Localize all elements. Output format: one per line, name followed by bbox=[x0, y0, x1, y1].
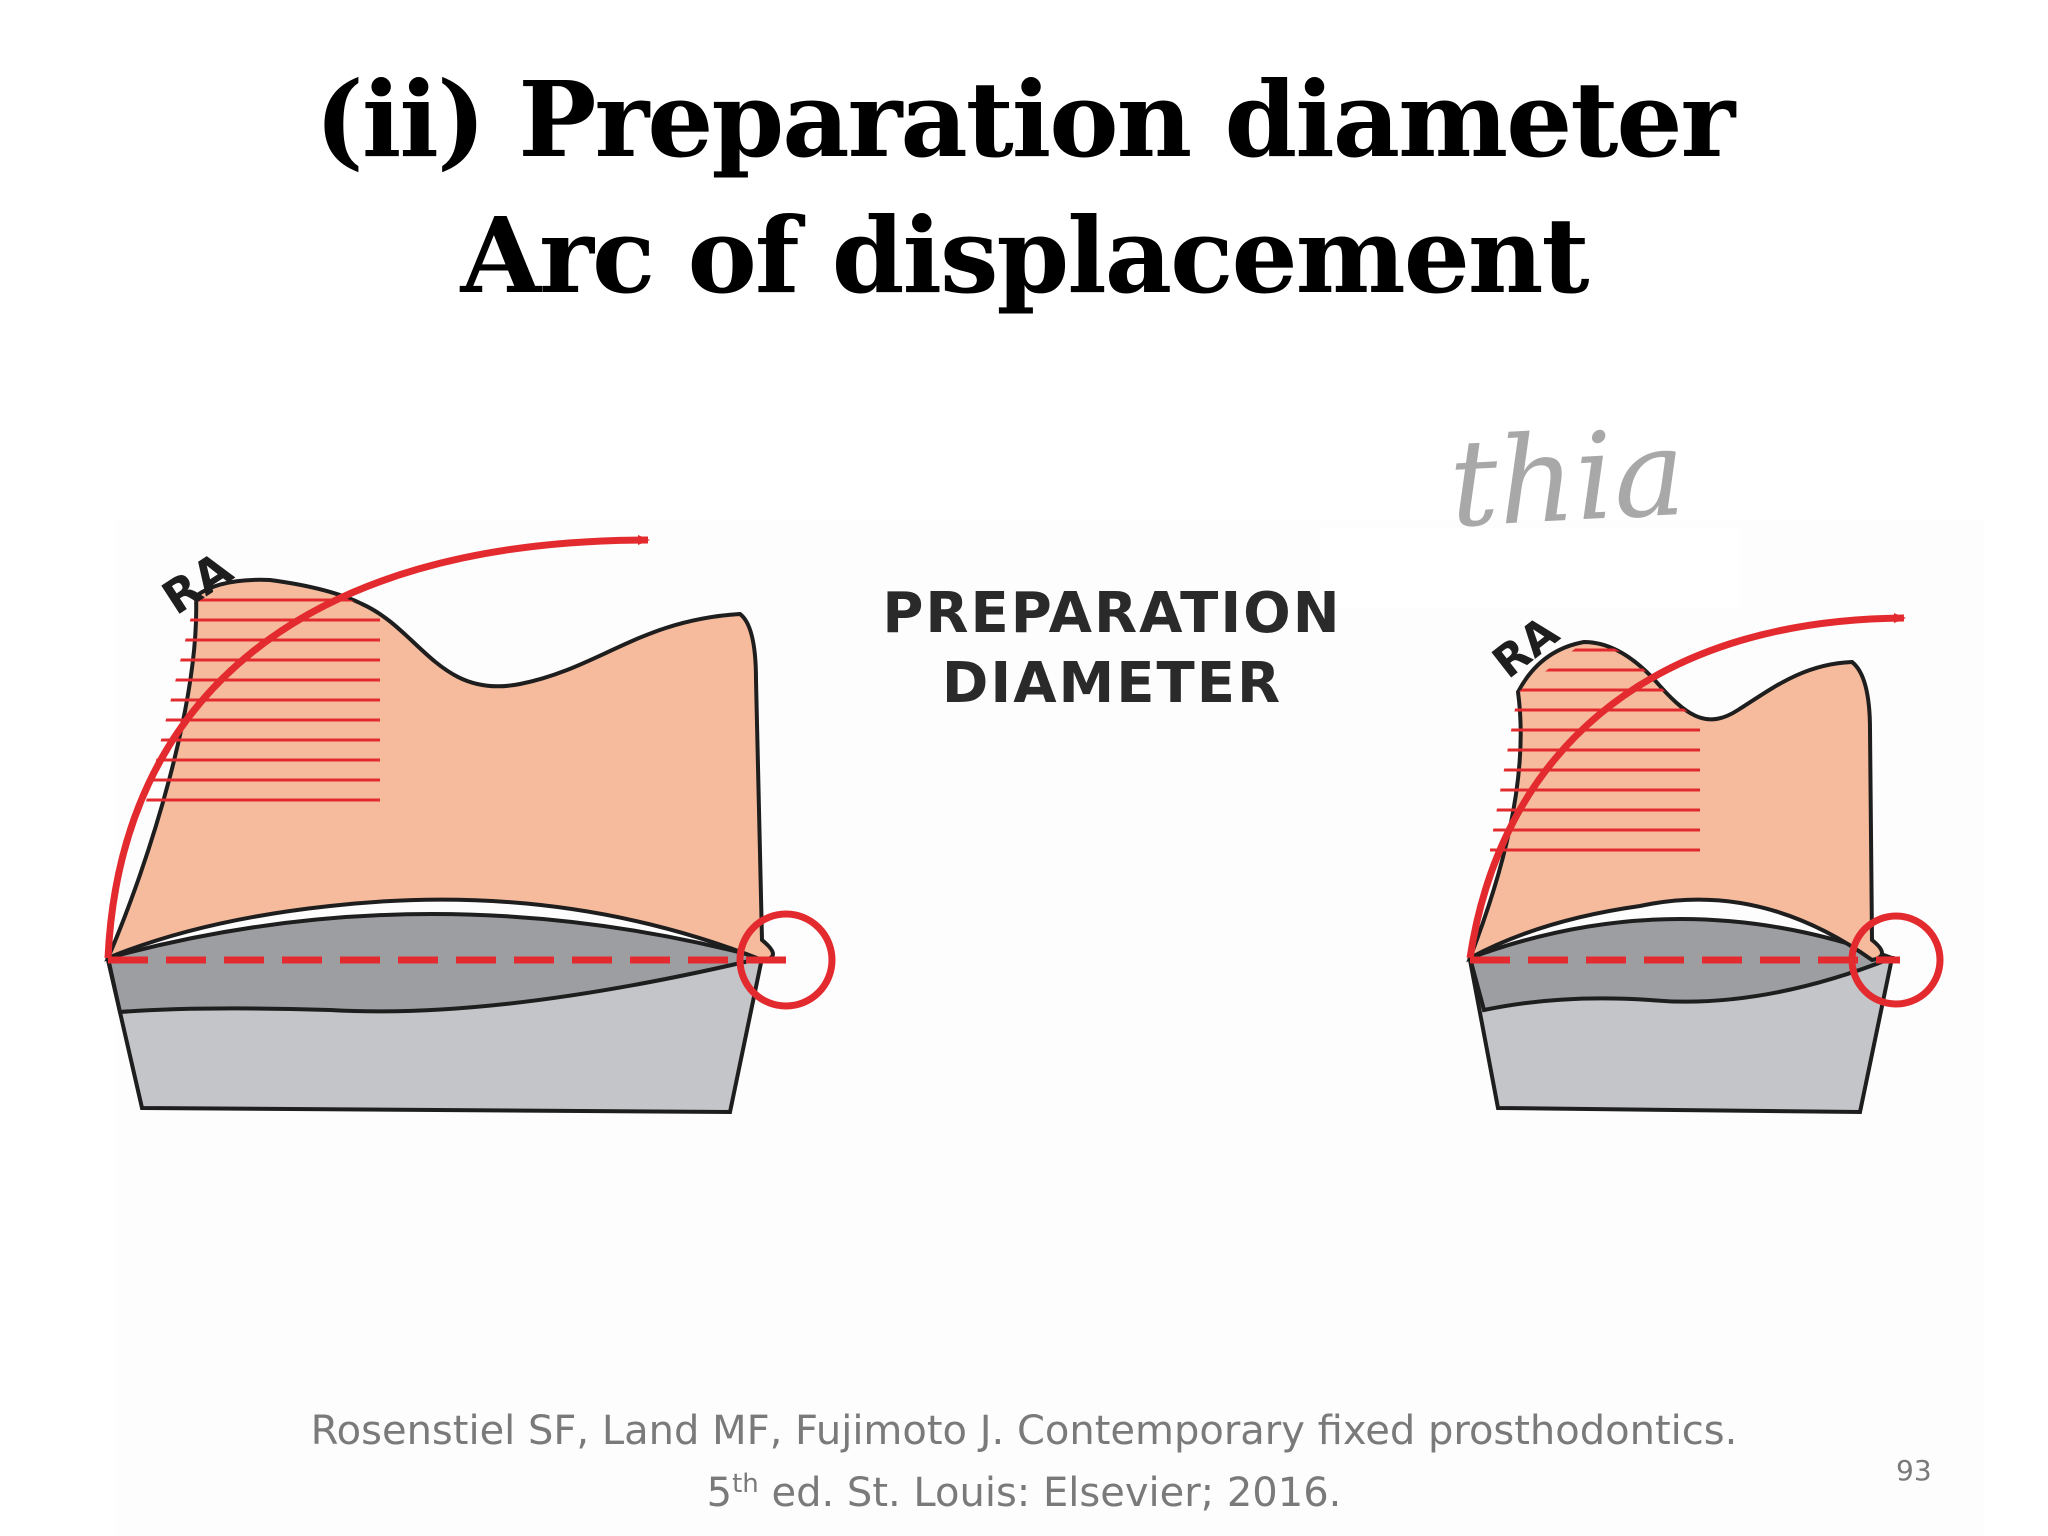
right-tooth-figure: RA bbox=[1466, 607, 1944, 1115]
left-margin-circle bbox=[736, 910, 836, 1010]
title-line-1: (ii) Preparation diameter bbox=[314, 58, 1736, 181]
citation-line-1: Rosenstiel SF, Land MF, Fujimoto J. Cont… bbox=[310, 1408, 1738, 1454]
preparation-label-line-2: DIAMETER bbox=[942, 651, 1282, 716]
left-tooth-crown bbox=[104, 577, 775, 963]
right-gingiva bbox=[1467, 917, 1898, 1013]
left-displacement-arc bbox=[104, 535, 650, 959]
citation: Rosenstiel SF, Land MF, Fujimoto J. Cont… bbox=[0, 1400, 2048, 1524]
citation-publisher: ed. St. Louis: Elsevier; 2016. bbox=[758, 1470, 1342, 1516]
citation-edition-suffix: th bbox=[732, 1469, 759, 1499]
citation-line-2: 5th ed. St. Louis: Elsevier; 2016. bbox=[0, 1462, 2048, 1524]
right-displacement-arc bbox=[1466, 613, 1906, 959]
right-tooth-crown bbox=[1466, 639, 1884, 963]
citation-edition: 5 bbox=[706, 1470, 733, 1516]
left-tooth-figure: RA bbox=[104, 535, 836, 1115]
slide-title: (ii) Preparation diameter Arc of displac… bbox=[0, 52, 2048, 324]
preparation-label-line-1: PREPARATION bbox=[882, 581, 1341, 646]
watermark-cover bbox=[1320, 528, 1740, 608]
slide-number: 93 bbox=[1896, 1454, 1932, 1487]
title-line-2: Arc of displacement bbox=[460, 194, 1589, 317]
right-margin-circle bbox=[1848, 912, 1944, 1008]
